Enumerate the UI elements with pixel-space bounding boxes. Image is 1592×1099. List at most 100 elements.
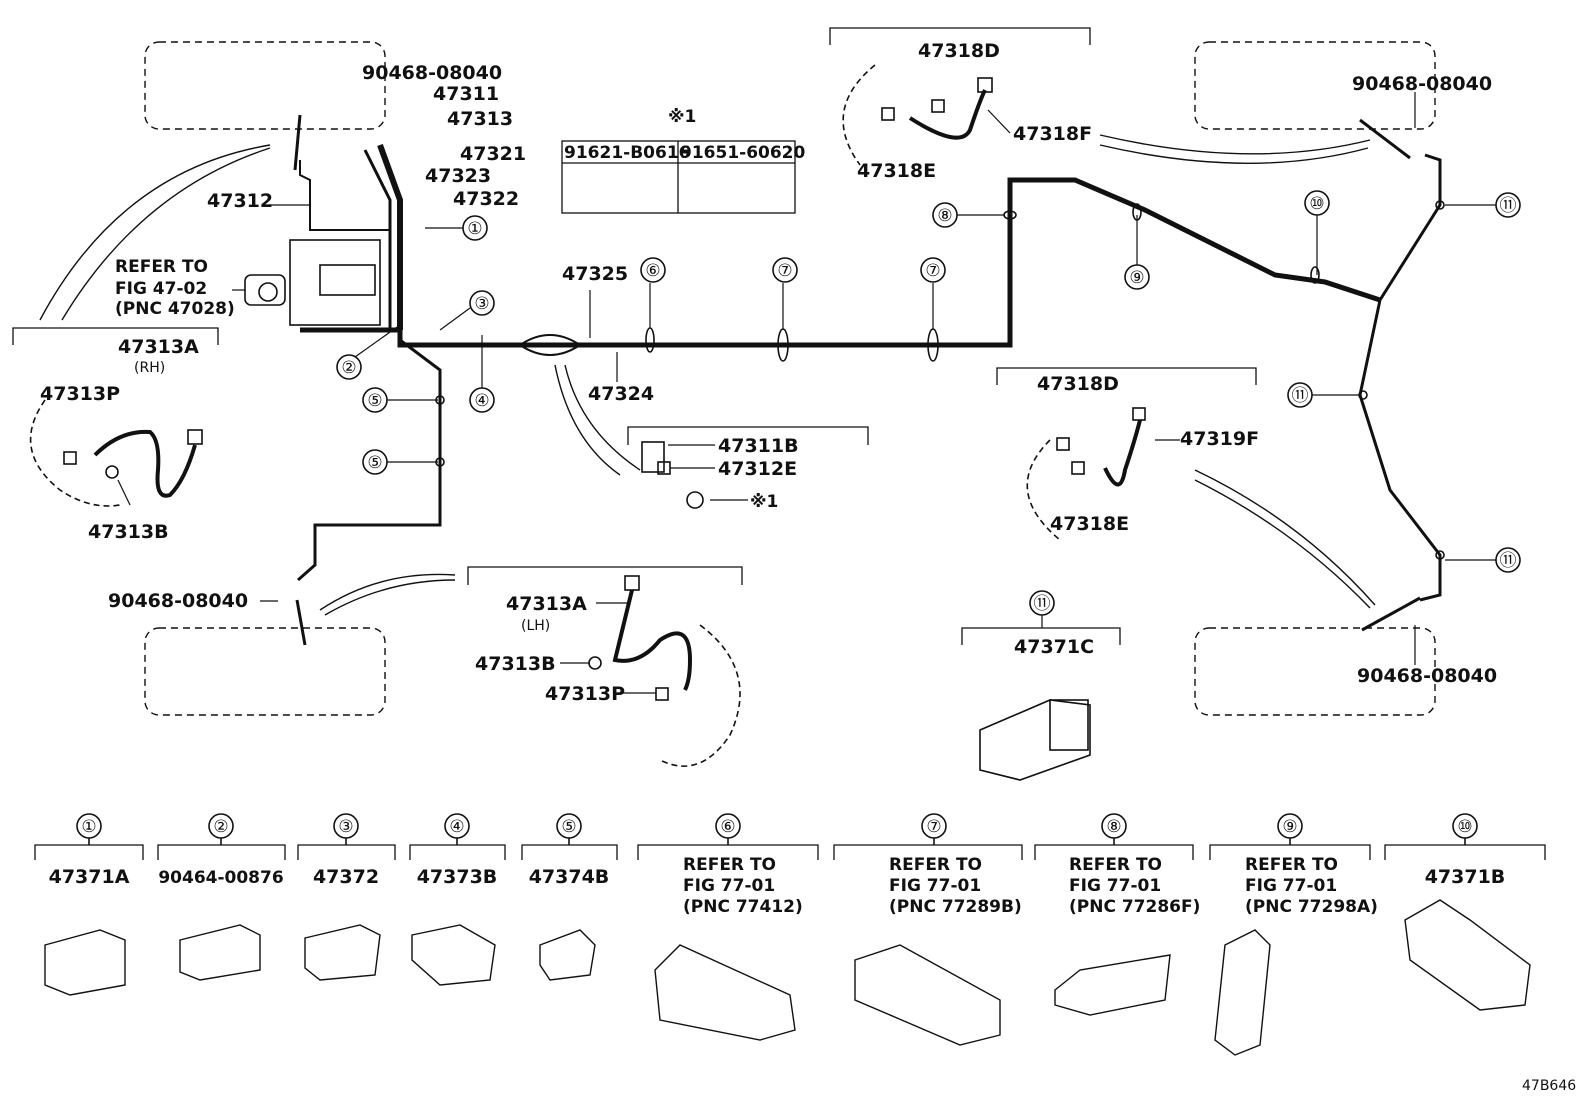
label-47321: 47321	[460, 143, 526, 165]
label-47313B-rh: 47313B	[88, 521, 169, 543]
clip-part-label: 47373B	[417, 866, 498, 888]
clip-part-label: 47371B	[1425, 866, 1506, 888]
callout-10: ⑩	[1304, 190, 1330, 216]
label-rh: (RH)	[134, 360, 165, 376]
label-47313P-lh: 47313P	[545, 683, 625, 705]
label-47312: 47312	[207, 190, 273, 212]
svg-text:⑪: ⑪	[1500, 551, 1517, 571]
label-47313A-rh: 47313A	[118, 336, 199, 358]
label-47371C: 47371C	[1014, 636, 1094, 658]
callout-3: ③	[469, 290, 495, 316]
label-90468-tr: 90468-08040	[1352, 73, 1492, 95]
svg-text:④: ④	[474, 391, 489, 411]
svg-text:①: ①	[467, 219, 482, 239]
callout-11d: ⑪	[1029, 590, 1055, 616]
clip-number: ①	[81, 817, 96, 837]
label-47312E: 47312E	[718, 458, 797, 480]
clip-sketches	[44, 899, 1531, 1056]
hose-detail-rh	[29, 399, 203, 507]
label-47325: 47325	[562, 263, 628, 285]
label-47323: 47323	[425, 165, 491, 187]
svg-text:⑦: ⑦	[925, 261, 940, 281]
clip-ref-line: REFER TO	[1069, 855, 1162, 875]
pointer-arrows	[39, 134, 1376, 616]
labels: 90468-08040 47311 47313 47321 47323 4732…	[40, 40, 1497, 705]
tube-runs	[297, 143, 1442, 602]
callout-7b: ⑦	[920, 257, 946, 283]
bracket-47311B	[641, 441, 704, 509]
label-90468-tl: 90468-08040	[362, 62, 502, 84]
clip-47371C	[979, 699, 1091, 781]
callout-4: ④	[469, 387, 495, 413]
svg-text:⑨: ⑨	[1129, 268, 1144, 288]
label-47311: 47311	[433, 83, 499, 105]
master-cylinder	[244, 239, 381, 326]
callout-1: ①	[462, 215, 488, 241]
clip-ref-line: FIG 77-01	[1069, 876, 1161, 896]
label-47313: 47313	[447, 108, 513, 130]
callout-11a: ⑪	[1495, 192, 1521, 218]
clip-ref-line: REFER TO	[683, 855, 776, 875]
label-91621: 91621-B0616	[564, 143, 690, 163]
callout-5b: ⑤	[362, 449, 388, 475]
clip-ref-line: REFER TO	[1245, 855, 1338, 875]
diagram-id: 47B646	[1522, 1078, 1576, 1094]
label-47318E-top: 47318E	[857, 160, 936, 182]
svg-text:③: ③	[474, 294, 489, 314]
label-brackets	[12, 27, 1257, 645]
leader-lines	[117, 92, 1416, 694]
svg-text:⑥: ⑥	[645, 261, 660, 281]
label-90468-bl: 90468-08040	[108, 590, 248, 612]
clip-ref-line: (PNC 77412)	[683, 897, 803, 917]
callout-8: ⑧	[932, 202, 958, 228]
hose-detail-mid	[1026, 407, 1146, 541]
clip-ref-line: (PNC 77298A)	[1245, 897, 1378, 917]
clip-ref-line: (PNC 77289B)	[889, 897, 1022, 917]
callout-6: ⑥	[640, 257, 666, 283]
clip-number: ②	[213, 817, 228, 837]
clip-row: ①47371A②90464-00876③47372④47373B⑤47374B⑥…	[49, 813, 1506, 917]
svg-text:⑪: ⑪	[1034, 594, 1051, 614]
callout-2: ②	[336, 354, 362, 380]
label-47318D-mid: 47318D	[1037, 373, 1119, 395]
label-47318F: 47318F	[1013, 123, 1092, 145]
clip-part-label: 47372	[313, 866, 379, 888]
label-47313A-lh: 47313A	[506, 593, 587, 615]
callout-9: ⑨	[1124, 264, 1150, 290]
label-47322: 47322	[453, 188, 519, 210]
clip-number: ⑧	[1106, 817, 1121, 837]
callout-11c: ⑪	[1495, 547, 1521, 573]
connector-rods	[293, 114, 1421, 646]
label-pnc-47028: (PNC 47028)	[115, 299, 235, 319]
clip-number: ③	[338, 817, 353, 837]
svg-text:⑪: ⑪	[1500, 196, 1517, 216]
clip-ref-line: FIG 77-01	[683, 876, 775, 896]
clip-number: ⑨	[1282, 817, 1297, 837]
clip-ref-line: FIG 77-01	[1245, 876, 1337, 896]
hose-detail-lh	[588, 575, 741, 767]
clip-number: ⑦	[926, 817, 941, 837]
svg-text:⑩: ⑩	[1309, 194, 1324, 214]
wheel-outlines	[144, 41, 1436, 716]
svg-text:⑪: ⑪	[1292, 386, 1309, 406]
clip-part-label: 47374B	[529, 866, 610, 888]
label-47318E-mid: 47318E	[1050, 513, 1129, 535]
clip-ref-line: FIG 77-01	[889, 876, 981, 896]
label-47313P-rh: 47313P	[40, 383, 120, 405]
label-refer-to: REFER TO	[115, 257, 208, 277]
label-47319F: 47319F	[1180, 428, 1259, 450]
tube-clamps	[435, 200, 1445, 560]
label-lh: (LH)	[521, 618, 550, 634]
svg-text:⑤: ⑤	[367, 391, 382, 411]
clip-number: ⑥	[720, 817, 735, 837]
clip-item-3: ③ 47372	[313, 813, 379, 888]
